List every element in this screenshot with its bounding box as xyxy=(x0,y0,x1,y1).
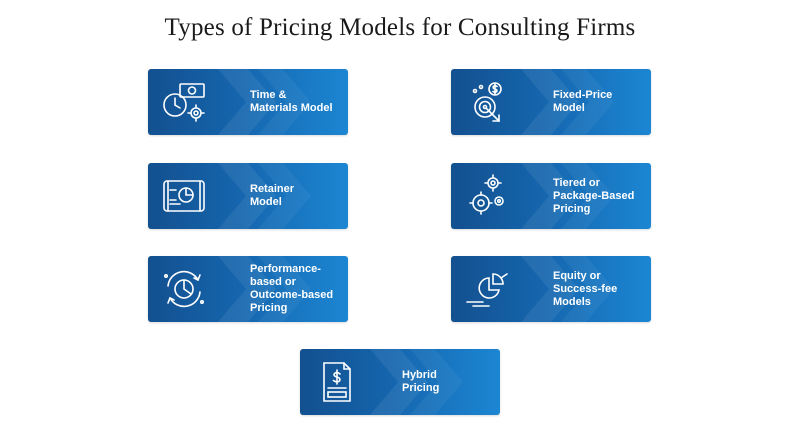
pricing-card-fixed-price: Fixed-Price Model xyxy=(451,69,651,135)
pricing-card-retainer: Retainer Model xyxy=(148,163,348,229)
card-label: Performance- based or Outcome-based Pric… xyxy=(250,263,334,314)
pricing-card-performance: Performance- based or Outcome-based Pric… xyxy=(148,256,348,322)
clock-money-gear-icon xyxy=(163,83,205,122)
invoice-dollar-icon xyxy=(323,362,351,402)
card-label: Tiered or Package-Based Pricing xyxy=(553,176,635,215)
chevron-decoration xyxy=(521,256,614,322)
chevron-decoration xyxy=(218,256,311,322)
pricing-card-tiered: Tiered or Package-Based Pricing xyxy=(451,163,651,229)
card-label: Retainer Model xyxy=(250,183,295,208)
pie-chart-cycle-icon xyxy=(164,270,204,308)
gears-icon xyxy=(469,174,504,215)
chevron-decoration xyxy=(521,69,614,135)
chevron-decoration xyxy=(218,163,311,229)
card-label: Hybrid Pricing xyxy=(402,369,440,394)
chevron-decoration xyxy=(370,349,463,415)
pricing-card-equity: Equity or Success-fee Models xyxy=(451,256,651,322)
pricing-card-time-materials: Time & Materials Model xyxy=(148,69,348,135)
card-label: Time & Materials Model xyxy=(250,89,333,114)
chevron-decoration xyxy=(521,163,614,229)
page-title: Types of Pricing Models for Consulting F… xyxy=(164,14,636,41)
pricing-card-hybrid: Hybrid Pricing xyxy=(300,349,500,415)
pie-chart-hand-icon xyxy=(466,273,508,307)
chevron-decoration xyxy=(218,69,311,135)
card-label: Fixed-Price Model xyxy=(553,89,613,114)
contract-chart-icon xyxy=(163,180,205,212)
card-label: Equity or Success-fee Models xyxy=(553,269,618,308)
target-dollar-icon xyxy=(472,82,502,122)
